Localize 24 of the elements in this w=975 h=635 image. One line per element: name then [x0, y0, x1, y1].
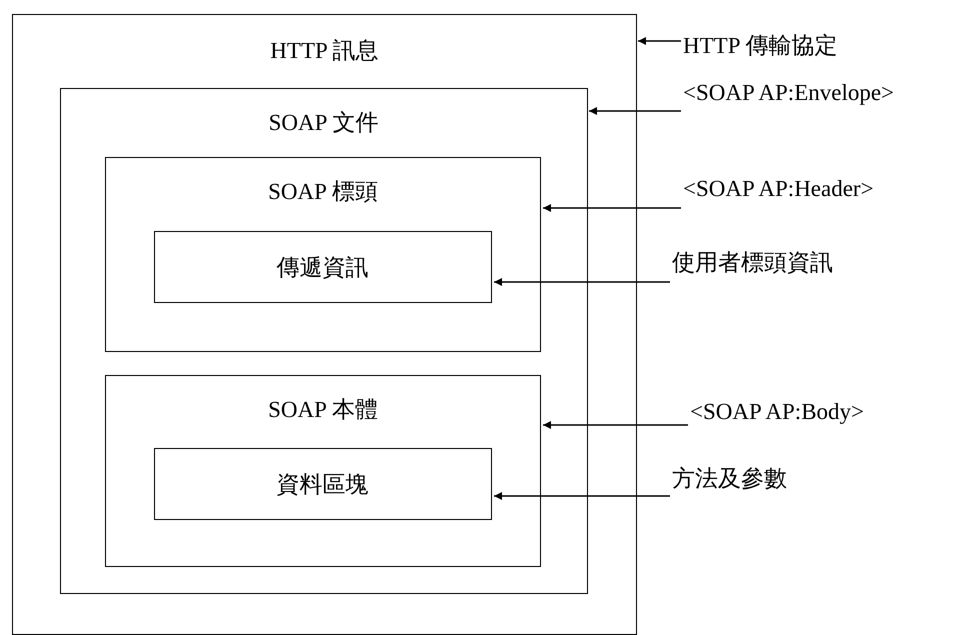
annotation-label: <SOAP AP:Body>	[690, 399, 864, 425]
annotation-label: 方法及參數	[672, 464, 787, 493]
nested-box	[105, 157, 541, 352]
box-title: SOAP 文件	[268, 108, 380, 136]
arrow	[589, 107, 681, 115]
box-title: SOAP 標頭	[267, 178, 379, 206]
nested-box	[60, 88, 588, 594]
box-title: 傳遞資訊	[276, 252, 370, 282]
nested-box	[154, 230, 492, 302]
arrow	[638, 37, 681, 45]
annotation-label: 使用者標頭資訊	[672, 248, 833, 277]
nested-box	[154, 448, 492, 520]
arrow	[543, 204, 681, 212]
annotation-label: <SOAP AP:Header>	[683, 176, 874, 202]
box-title: SOAP 本體	[267, 396, 379, 424]
arrow	[543, 421, 688, 429]
arrow	[494, 278, 670, 286]
annotation-label: <SOAP AP:Envelope>	[683, 80, 894, 106]
box-title: HTTP 訊息	[269, 37, 380, 65]
box-title: 資料區塊	[276, 470, 370, 498]
arrow	[494, 492, 670, 500]
annotation-label: HTTP 傳輸協定	[683, 32, 838, 60]
outer-box	[12, 14, 637, 635]
nested-box	[105, 375, 541, 567]
